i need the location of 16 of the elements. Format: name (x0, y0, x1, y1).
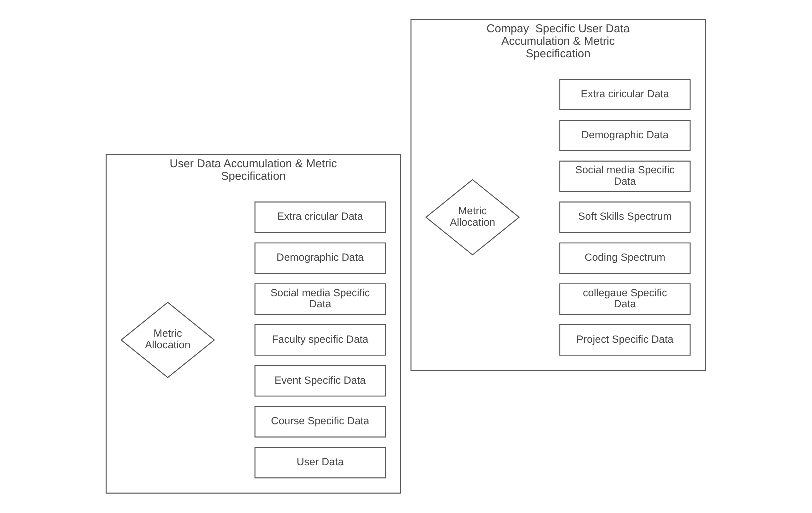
node-box: Social media Specific Data (560, 160, 691, 192)
node-box: Faculty specific Data (254, 324, 386, 356)
node-box: User Data (254, 447, 386, 479)
node-box: Soft Skills Spectrum (560, 202, 691, 234)
node-box: Event Specific Data (254, 365, 386, 397)
node-diamond: Metric Allocation (120, 302, 216, 378)
node-box: Extra ciricular Data (560, 79, 691, 110)
node-box: Extra cricular Data (254, 202, 386, 234)
node-box: Social media Specific Data (254, 284, 386, 315)
node-box: Course Specific Data (254, 406, 386, 438)
node-box: Project Specific Data (560, 324, 691, 356)
node-box: collegaue Specific Data (560, 284, 691, 315)
node-diamond: Metric Allocation (425, 179, 520, 256)
node-box: Coding Spectrum (560, 242, 691, 274)
node-box: Demographic Data (560, 120, 691, 152)
node-box: Demographic Data (254, 242, 386, 274)
